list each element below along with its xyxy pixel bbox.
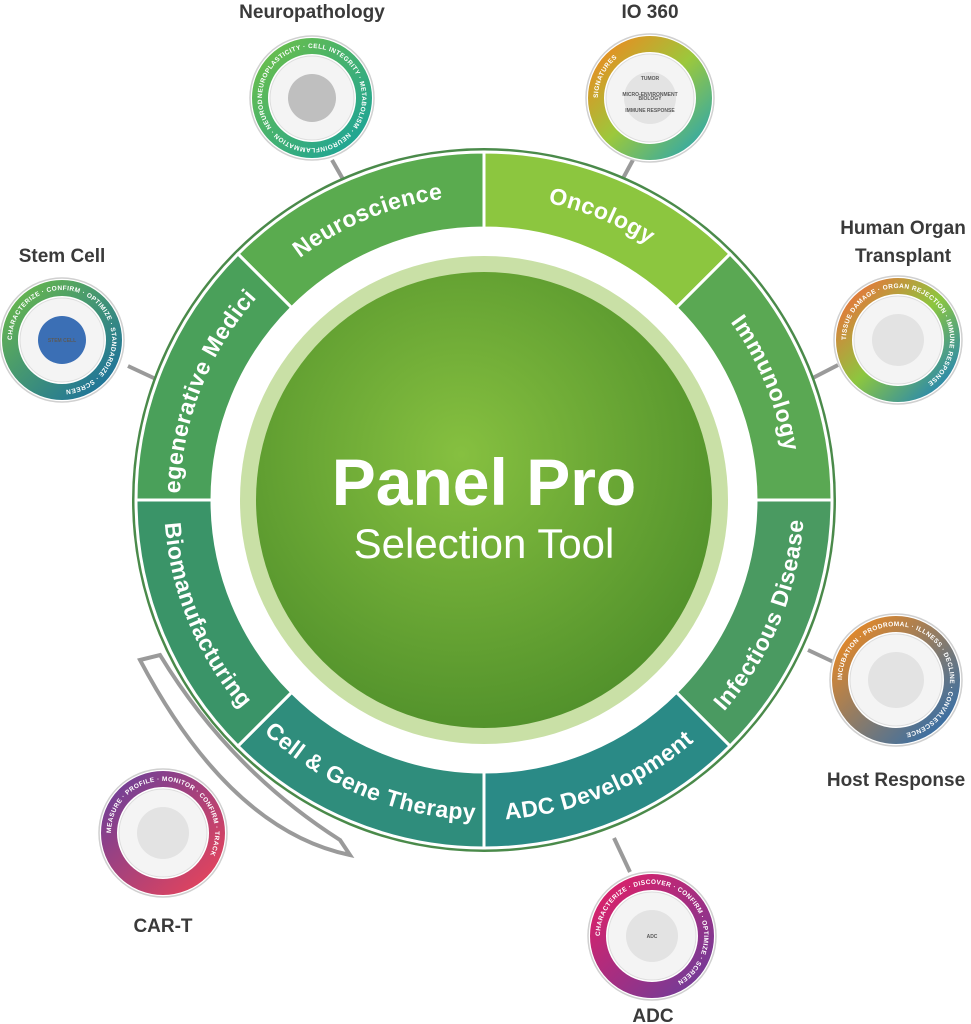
badge-core-text: STEM CELL	[48, 338, 76, 344]
badge-ring	[590, 874, 714, 998]
badge-icon	[626, 910, 678, 962]
badge-icon	[868, 652, 924, 708]
label-stem-cell[interactable]: Stem Cell	[19, 246, 106, 267]
label-io360[interactable]: IO 360	[621, 2, 678, 23]
badge-inner-text: IMMUNE RESPONSE	[625, 108, 675, 114]
center-subtitle: Selection Tool	[354, 520, 615, 567]
badge-core-text: BIOLOGY	[638, 96, 662, 102]
badge-io360[interactable]: SIGNATURESBIOLOGYTUMORMICRO-ENVIRONMENTI…	[585, 33, 715, 163]
badge-human-organ-transplant[interactable]: TISSUE DAMAGE · ORGAN REJECTION · IMMUNE…	[833, 275, 963, 405]
badge-neuropathology[interactable]: NEUROPLASTICITY · CELL INTEGRITY · METAB…	[0, 0, 375, 161]
badge-ring	[101, 771, 225, 895]
badge-icon	[288, 74, 336, 122]
badge-ring	[588, 36, 712, 160]
badge-stem-cell[interactable]: CHARACTERIZE · CONFIRM · OPTIMIZE · STAN…	[0, 277, 125, 403]
label-human-organ-line1[interactable]: Human Organ	[840, 218, 966, 239]
badge-icon	[624, 72, 676, 124]
badge-core-text: ADC	[647, 934, 658, 940]
badge-ring	[832, 616, 960, 744]
label-neuropathology[interactable]: Neuropathology	[239, 2, 385, 23]
badge-icon	[38, 316, 86, 364]
badge-icon	[137, 807, 189, 859]
badge-inner-text: TUMOR	[641, 76, 660, 82]
label-car-t[interactable]: CAR-T	[133, 916, 192, 937]
badge-inner-text: MICRO-ENVIRONMENT	[622, 92, 677, 98]
label-adc[interactable]: ADC	[632, 1006, 673, 1024]
badge-ring	[836, 278, 960, 402]
application-labels: Neuropathology IO 360 Human Organ Transp…	[19, 2, 966, 1024]
label-human-organ-line2[interactable]: Transplant	[855, 246, 952, 267]
badge-icon	[872, 314, 924, 366]
badge-ring	[252, 38, 372, 158]
label-host-response[interactable]: Host Response	[827, 770, 965, 791]
badge-ring	[2, 280, 122, 400]
badge-car-t[interactable]: MEASURE · PROFILE · MONITOR · CONFIRM · …	[98, 768, 228, 898]
center-circle[interactable]	[256, 272, 712, 728]
center-title: Panel Pro	[332, 445, 636, 519]
badge-adc[interactable]: CHARACTERIZE · DISCOVER · CONFIRM · OPTI…	[587, 871, 717, 1001]
badge-host-response[interactable]: INCUBATION · PRODROMAL · ILLNESS · DECLI…	[829, 613, 963, 747]
